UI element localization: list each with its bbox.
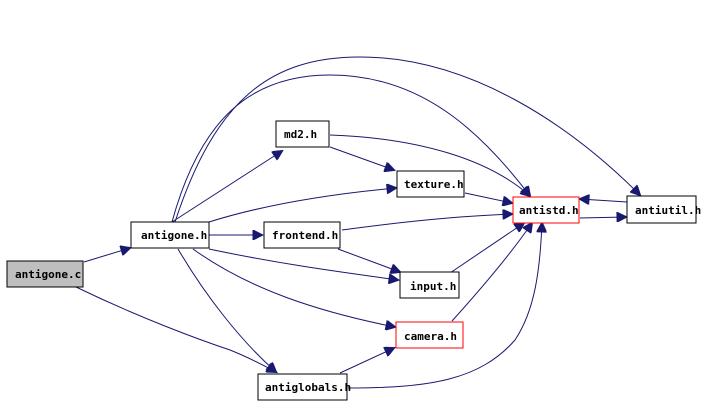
edge-antigone-h-to-input-h [208,248,398,280]
node-texture-h[interactable]: texture.h [396,170,465,198]
edge-antigone-h-to-antiutil-h [174,56,640,223]
edges [75,56,640,389]
node-frontend-h[interactable]: frontend.h [263,221,341,249]
edge-antistd-h-to-antiutil-h [579,217,626,218]
edge-antigone-c-to-antigone-h [83,248,130,263]
node-antiutil-h[interactable]: antiutil.h [626,195,701,224]
edge-md2-h-to-antistd-h [329,134,530,196]
edge-antigone-c-to-antiglobals-h [75,286,276,372]
edge-antiglobals-h-to-camera-h [339,348,394,374]
node-label: md2.h [284,128,317,141]
node-label: texture.h [404,178,464,191]
edge-antigone-h-to-camera-h [192,248,395,327]
node-antigone-c[interactable]: antigone.c [6,260,84,288]
node-antiglobals-h[interactable]: antiglobals.h [257,373,351,401]
edge-md2-h-to-texture-h [329,146,394,170]
edge-antiglobals-h-to-antistd-h [347,223,542,389]
node-label: camera.h [404,330,457,343]
edge-antigone-h-to-antiglobals-h [177,248,276,372]
node-antistd-h[interactable]: antistd.h [512,196,580,224]
node-label: antigone.c [15,268,81,281]
node-label: antiutil.h [635,204,701,217]
edge-antigone-h-to-antistd-h [171,74,530,223]
node-md2-h[interactable]: md2.h [275,120,330,148]
edge-antigone-h-to-md2-h [171,151,282,223]
edge-camera-h-to-antistd-h [451,223,532,322]
edge-antigone-h-to-texture-h [208,188,396,223]
edge-frontend-h-to-antistd-h [341,214,512,231]
edge-texture-h-to-antistd-h [464,192,512,203]
node-label: antistd.h [519,204,579,217]
node-input-h[interactable]: input.h [399,271,460,299]
node-label: frontend.h [272,229,338,242]
edge-input-h-to-antistd-h [449,223,524,274]
node-label: input.h [410,280,456,293]
node-antigone-h[interactable]: antigone.h [130,221,210,249]
node-label: antigone.h [141,229,207,242]
edge-frontend-h-to-input-h [337,248,400,272]
node-label: antiglobals.h [265,381,351,394]
node-camera-h[interactable]: camera.h [395,321,464,349]
edge-antiutil-h-to-antistd-h [580,199,628,202]
